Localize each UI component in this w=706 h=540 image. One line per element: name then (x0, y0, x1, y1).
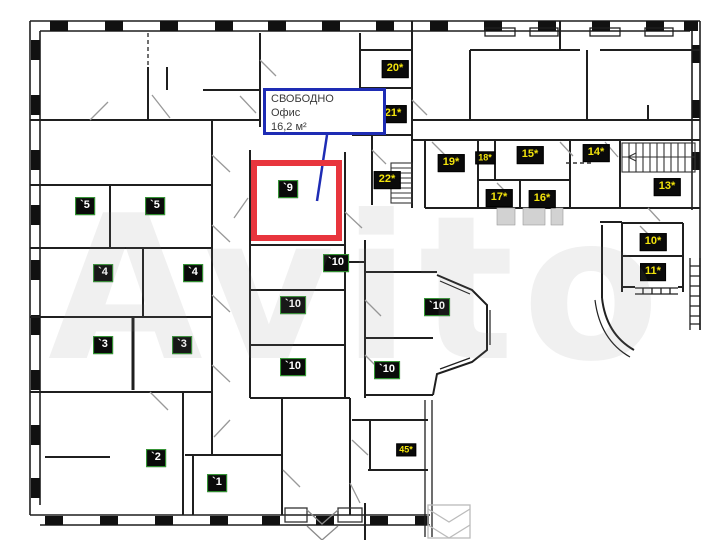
room-label: 21* (379, 105, 407, 123)
room-label: 11* (640, 263, 666, 281)
room-label: 10* (639, 233, 667, 251)
room-label: 20* (381, 60, 409, 78)
room-label: `9 (278, 180, 298, 198)
room-label: 14* (582, 144, 610, 162)
room-label: 22* (373, 171, 401, 189)
shafts (496, 207, 564, 226)
room-label: 15* (516, 146, 544, 164)
room-label: `5 (75, 197, 95, 215)
interior-walls (30, 21, 700, 540)
room-label: `3 (93, 336, 113, 354)
room-label: `10 (323, 254, 349, 272)
room-label: `3 (172, 336, 192, 354)
wall-piers (31, 21, 700, 525)
room-label: 45* (396, 443, 416, 457)
room-label: `5 (145, 197, 165, 215)
room-label: 16* (528, 190, 556, 208)
room-label: `10 (424, 298, 450, 316)
room-label: `1 (207, 474, 227, 492)
staircase-13 (621, 142, 696, 173)
callout-area: 16,2 м² (271, 120, 307, 133)
callout-box: СВОБОДНО Офис 16,2 м² (263, 88, 386, 135)
windows (424, 27, 701, 537)
room-label: `4 (93, 264, 113, 282)
room-label: 13* (653, 178, 681, 196)
room-label: `2 (146, 449, 166, 467)
entrance-stairs (284, 504, 471, 540)
callout-type: Офис (271, 106, 301, 119)
callout-status: СВОБОДНО (271, 93, 334, 105)
highlighted-room-outline (251, 160, 342, 241)
room-label: `10 (280, 358, 306, 376)
room-label: 18* (475, 151, 495, 165)
dashed-lines (147, 33, 592, 164)
callout-leader-line (315, 134, 329, 202)
room-label: 17* (485, 189, 513, 207)
room-label: `10 (374, 361, 400, 379)
room-label: `10 (280, 296, 306, 314)
room-label: `4 (183, 264, 203, 282)
curved-wall (594, 297, 635, 358)
room-label: 19* (437, 154, 465, 172)
